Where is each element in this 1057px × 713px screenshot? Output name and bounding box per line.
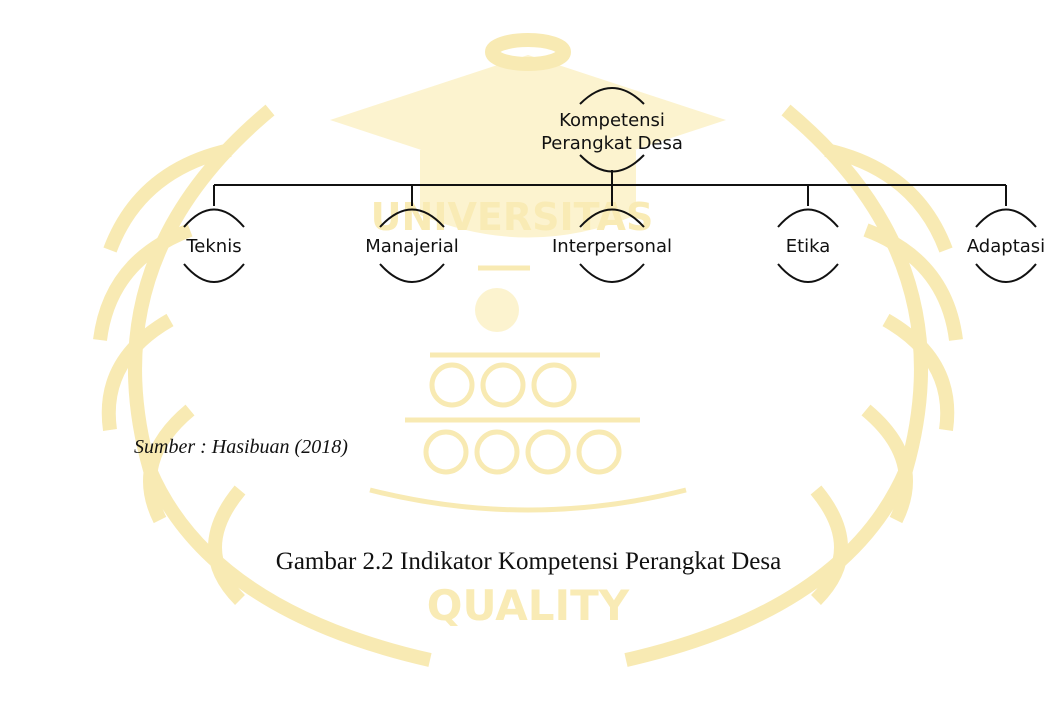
root-node-label-line1: Kompetensi: [559, 110, 665, 131]
node-label-manajerial: Manajerial: [365, 236, 459, 257]
node-label-adaptasi: Adaptasi: [967, 236, 1045, 257]
watermark-word-bottom: QUALITY: [427, 581, 630, 630]
manajerial-top-arc: [379, 208, 445, 228]
root-node-label-line2: Perangkat Desa: [541, 133, 683, 154]
etika-top-arc: [777, 208, 839, 228]
teknis-top-arc: [183, 208, 245, 228]
adaptasi-bottom-arc: [975, 263, 1037, 283]
interpersonal-top-arc: [579, 208, 645, 228]
node-label-teknis: Teknis: [185, 236, 241, 257]
node-label-interpersonal: Interpersonal: [552, 236, 672, 257]
node-label-etika: Etika: [786, 236, 831, 257]
manajerial-bottom-arc: [379, 263, 445, 283]
root-node-bottom-arc: [579, 154, 645, 173]
teknis-bottom-arc: [183, 263, 245, 283]
adaptasi-top-arc: [975, 208, 1037, 228]
etika-bottom-arc: [777, 263, 839, 283]
figure-source: Sumber : Hasibuan (2018): [134, 436, 348, 458]
figure-caption: Gambar 2.2 Indikator Kompetensi Perangka…: [275, 548, 782, 575]
watermark-word-top: UNIVERSITAS: [371, 195, 654, 239]
root-node-top-arc: [579, 87, 645, 105]
interpersonal-bottom-arc: [579, 263, 645, 283]
